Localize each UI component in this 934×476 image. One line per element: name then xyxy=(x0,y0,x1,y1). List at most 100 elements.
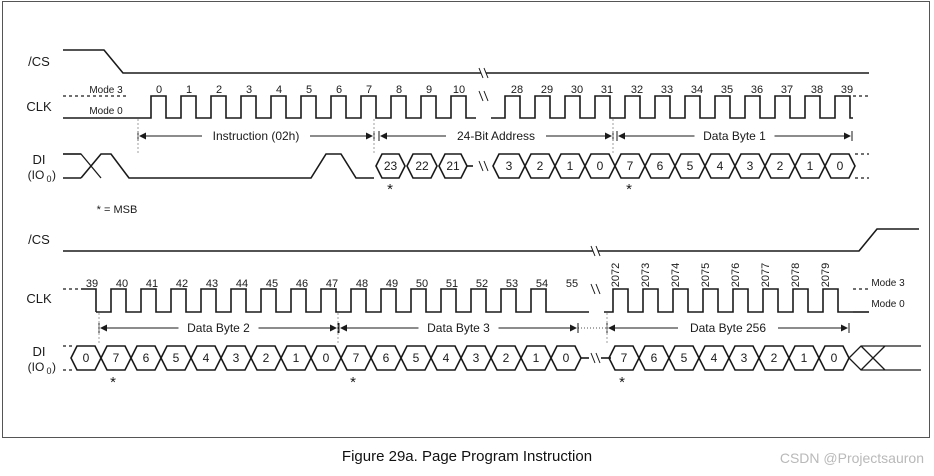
top-clock-number: 30 xyxy=(571,84,583,96)
bottom-clock-number: 50 xyxy=(416,278,428,290)
bottom-clock-number-rot: 2078 xyxy=(790,263,802,287)
bottom-byte3-bit: 0 xyxy=(563,351,570,365)
top-clk-label: CLK xyxy=(26,99,52,114)
top-addr-bit: 21 xyxy=(446,159,460,173)
bottom-clk-wave-right xyxy=(604,288,853,313)
bottom-clock-number: 55 xyxy=(566,278,578,290)
top-clock-number: 5 xyxy=(306,84,312,96)
bottom-clock-number: 45 xyxy=(266,278,278,290)
bottom-clock-number: 48 xyxy=(356,278,368,290)
top-clock-number: 29 xyxy=(541,84,553,96)
bottom-byte256-bit: 3 xyxy=(741,351,748,365)
bottom-clock-number-rot: 2076 xyxy=(730,263,742,287)
top-clock-number: 32 xyxy=(631,84,643,96)
bottom-byte2-bit: 3 xyxy=(233,351,240,365)
bottom-clock-number: 42 xyxy=(176,278,188,290)
bottom-byte2-bit: 5 xyxy=(173,351,180,365)
top-di-tail-dash xyxy=(855,153,869,179)
top-seg-address-arrow-left xyxy=(380,132,387,140)
top-clock-number: 37 xyxy=(781,84,793,96)
bottom-clock-number-rot: 2074 xyxy=(670,263,682,287)
bottom-clock-number: 52 xyxy=(476,278,488,290)
bottom-cs-break xyxy=(590,245,601,257)
top-data-bit: 7 xyxy=(627,159,634,173)
bottom-clock-number: 54 xyxy=(536,278,548,290)
bottom-byte2-bit: 1 xyxy=(293,351,300,365)
bottom-byte3-bit: 1 xyxy=(533,351,540,365)
bottom-byte256-bit: 5 xyxy=(681,351,688,365)
top-clock-number: 6 xyxy=(336,84,342,96)
bottom-seg-databyte2-label: Data Byte 2 xyxy=(187,321,250,335)
top-clk-break xyxy=(478,90,489,102)
top-seg-databyte1-arrow-left xyxy=(618,132,625,140)
bottom-byte256-bit: 7 xyxy=(621,351,628,365)
top-data-bit: 3 xyxy=(747,159,754,173)
top-clock-number: 39 xyxy=(841,84,853,96)
top-data-bit-cell xyxy=(824,153,856,179)
msb-note: * = MSB xyxy=(97,204,138,216)
top-data-bit: 1 xyxy=(807,159,814,173)
top-msb-star-addr: * xyxy=(387,181,393,198)
bottom-seg-databyte256-arrow-left xyxy=(608,324,615,332)
bottom-byte3-bit: 7 xyxy=(353,351,360,365)
bottom-byte2-bit: 6 xyxy=(143,351,150,365)
bottom-cs-line-b xyxy=(598,228,919,252)
top-io0-close: ) xyxy=(52,168,56,182)
bottom-clock-number: 43 xyxy=(206,278,218,290)
bottom-byte256-bit: 4 xyxy=(711,351,718,365)
bottom-clock-number: 40 xyxy=(116,278,128,290)
top-clock-number: 10 xyxy=(453,84,465,96)
top-clock-number: 33 xyxy=(661,84,673,96)
top-cs-label: /CS xyxy=(28,54,50,69)
bottom-byte2-bit: 2 xyxy=(263,351,270,365)
bottom-di-x-tail xyxy=(848,345,921,371)
top-clock-number: 0 xyxy=(156,84,162,96)
top-clock-number: 1 xyxy=(186,84,192,96)
bottom-seg-databyte256-arrow-right xyxy=(841,324,848,332)
top-addr-bit: 3 xyxy=(506,159,513,173)
bottom-seg-databyte3-arrow-left xyxy=(340,324,347,332)
bottom-byte2-bit: 4 xyxy=(203,351,210,365)
bottom-clock-number-rot: 2077 xyxy=(760,263,772,287)
bottom-byte3-bit: 4 xyxy=(443,351,450,365)
top-clock-number: 3 xyxy=(246,84,252,96)
bottom-byte3-bit: 2 xyxy=(503,351,510,365)
top-io0-sub: 0 xyxy=(46,174,51,184)
top-clk-wave-right xyxy=(491,95,853,119)
bottom-clock-number: 39 xyxy=(86,278,98,290)
top-mode3-label: Mode 3 xyxy=(89,85,123,96)
top-clock-number: 31 xyxy=(601,84,613,96)
top-data-bit: 5 xyxy=(687,159,694,173)
bottom-byte2-bit: 7 xyxy=(113,351,120,365)
top-seg-databyte1-label: Data Byte 1 xyxy=(703,129,766,143)
bottom-clock-number-rot: 2079 xyxy=(820,263,832,287)
top-seg-databyte1-arrow-right xyxy=(844,132,851,140)
bottom-mode0-label: Mode 0 xyxy=(871,299,905,310)
bottom-clock-number: 41 xyxy=(146,278,158,290)
bottom-clk-label: CLK xyxy=(26,291,52,306)
bottom-seg-databyte2-arrow-left xyxy=(100,324,107,332)
watermark: CSDN @Projectsauron xyxy=(779,450,924,466)
bottom-io0-sub: 0 xyxy=(46,366,51,376)
bottom-clock-number-rot: 2073 xyxy=(640,263,652,287)
top-seg-instruction-arrow-right xyxy=(366,132,373,140)
bottom-clk-first-fall xyxy=(81,288,97,312)
bottom-io0-close: ) xyxy=(52,360,56,374)
bottom-seg-databyte256-label: Data Byte 256 xyxy=(690,321,766,335)
top-clock-number: 7 xyxy=(366,84,372,96)
top-clock-number: 35 xyxy=(721,84,733,96)
top-data-bit: 2 xyxy=(777,159,784,173)
top-cs-line-a xyxy=(63,49,481,74)
bottom-seg-databyte3-label: Data Byte 3 xyxy=(427,321,490,335)
top-addr-bit: 23 xyxy=(384,159,398,173)
bottom-clock-number: 46 xyxy=(296,278,308,290)
figure-caption: Figure 29a. Page Program Instruction xyxy=(341,448,593,465)
top-clock-number: 34 xyxy=(691,84,703,96)
top-di-label: DI xyxy=(33,152,46,167)
bottom-clock-number: 47 xyxy=(326,278,338,290)
top-di-wave xyxy=(80,153,374,179)
bottom-byte3-bit: 5 xyxy=(413,351,420,365)
bottom-clock-number: 49 xyxy=(386,278,398,290)
bottom-byte3-bit: 3 xyxy=(473,351,480,365)
